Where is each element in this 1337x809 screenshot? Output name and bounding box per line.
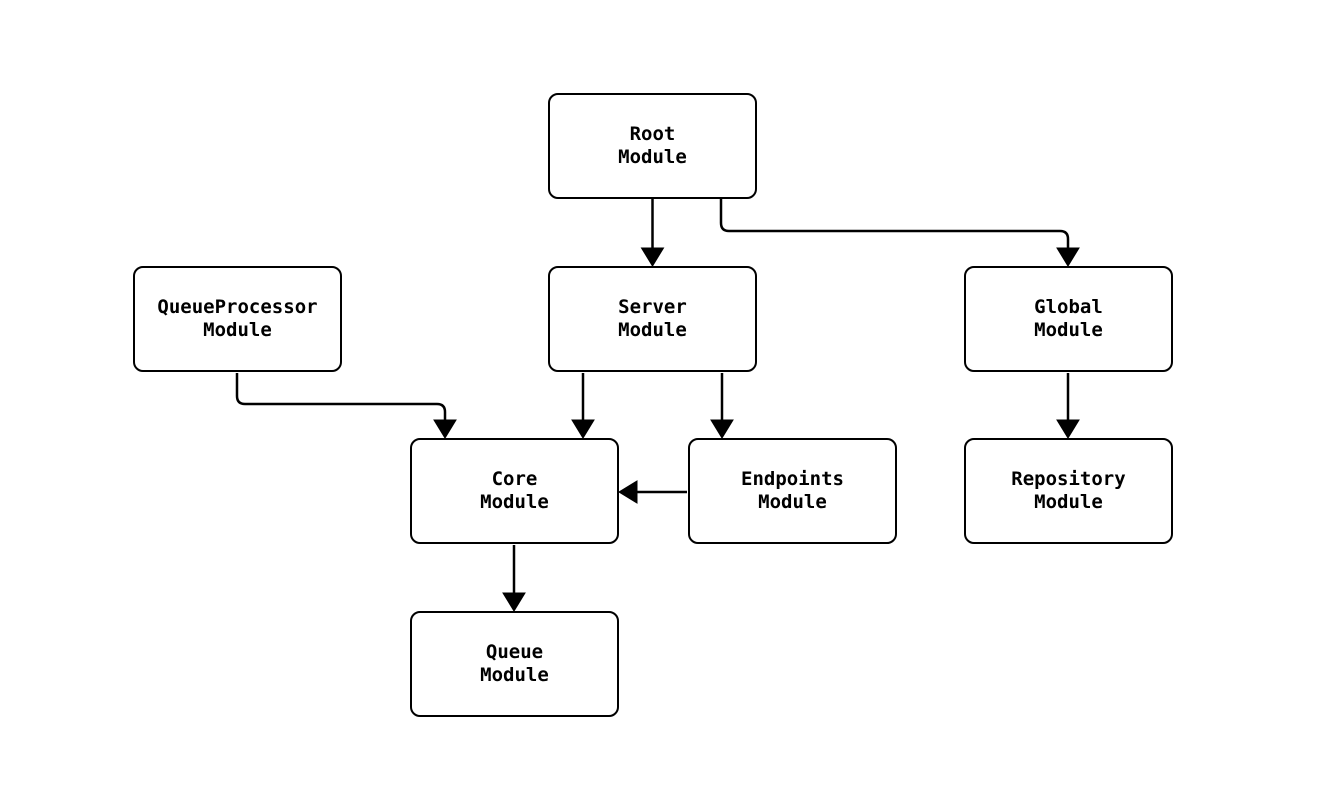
edge-queueprocessor-core (235, 373, 457, 439)
edge-root-server (640, 199, 665, 267)
node-root-module: Root Module (548, 93, 757, 199)
edge-global-repository (1056, 373, 1080, 439)
node-core-module-label: Core Module (480, 468, 549, 513)
node-queue-module: Queue Module (410, 611, 619, 717)
node-queue-module-label: Queue Module (480, 641, 549, 686)
node-global-module-label: Global Module (1034, 296, 1103, 341)
node-global-module: Global Module (964, 266, 1173, 372)
edge-root-global (719, 199, 1080, 267)
node-server-module: Server Module (548, 266, 757, 372)
node-core-module: Core Module (410, 438, 619, 544)
node-repository-module-label: Repository Module (1011, 468, 1126, 513)
node-server-module-label: Server Module (618, 296, 687, 341)
edge-server-core (571, 373, 595, 439)
node-endpoints-module-label: Endpoints Module (741, 468, 844, 513)
node-repository-module: Repository Module (964, 438, 1173, 544)
edge-server-endpoints (710, 373, 734, 439)
node-queueprocessor-module-label: QueueProcessor Module (157, 296, 318, 341)
edge-endpoints-core (618, 480, 687, 504)
node-queueprocessor-module: QueueProcessor Module (133, 266, 342, 372)
node-endpoints-module: Endpoints Module (688, 438, 897, 544)
node-root-module-label: Root Module (618, 123, 687, 168)
edge-core-queue (502, 545, 526, 612)
